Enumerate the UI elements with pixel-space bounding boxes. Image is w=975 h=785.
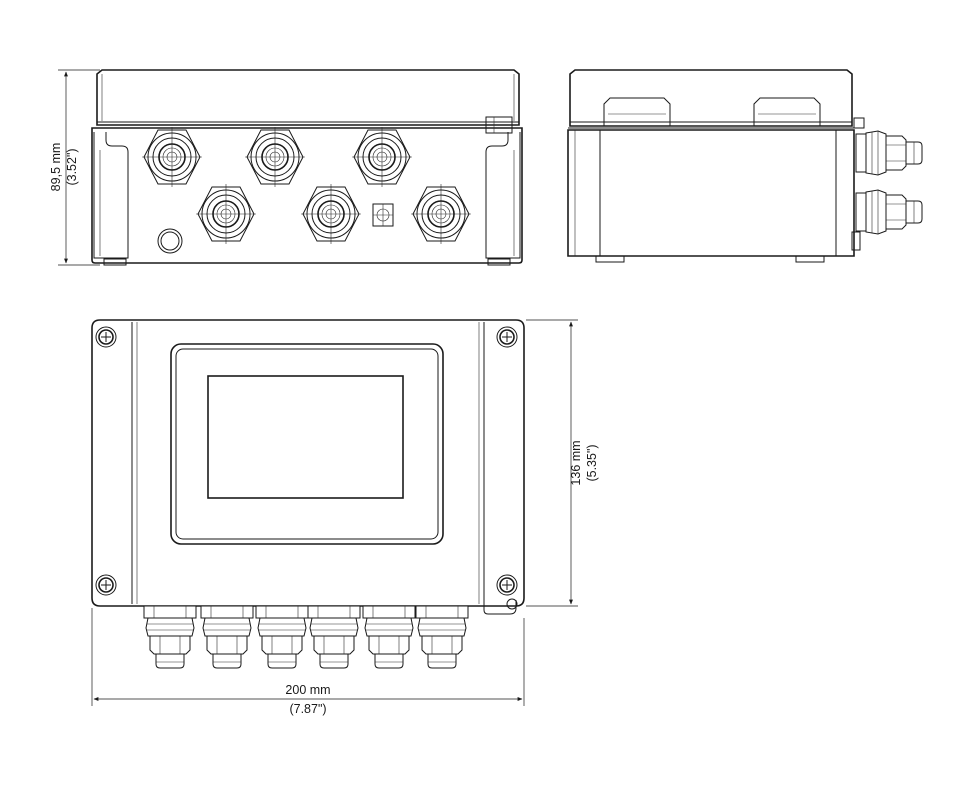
top-height-inch: (5.35"): [585, 444, 599, 481]
width-mm: 200 mm: [285, 683, 330, 697]
front-height-dimension: 89,5 mm (3.52"): [49, 69, 100, 266]
side-view: [567, 69, 923, 263]
top-height-mm: 136 mm: [569, 440, 583, 485]
top-height-dimension: 136 mm (5.35"): [526, 319, 599, 607]
front-height-mm: 89,5 mm: [49, 143, 63, 192]
width-dimension: 200 mm (7.87"): [91, 608, 525, 716]
width-inch: (7.87"): [289, 702, 326, 716]
top-view: [91, 319, 525, 669]
front-height-inch: (3.52"): [65, 148, 79, 185]
front-view: [91, 69, 523, 266]
